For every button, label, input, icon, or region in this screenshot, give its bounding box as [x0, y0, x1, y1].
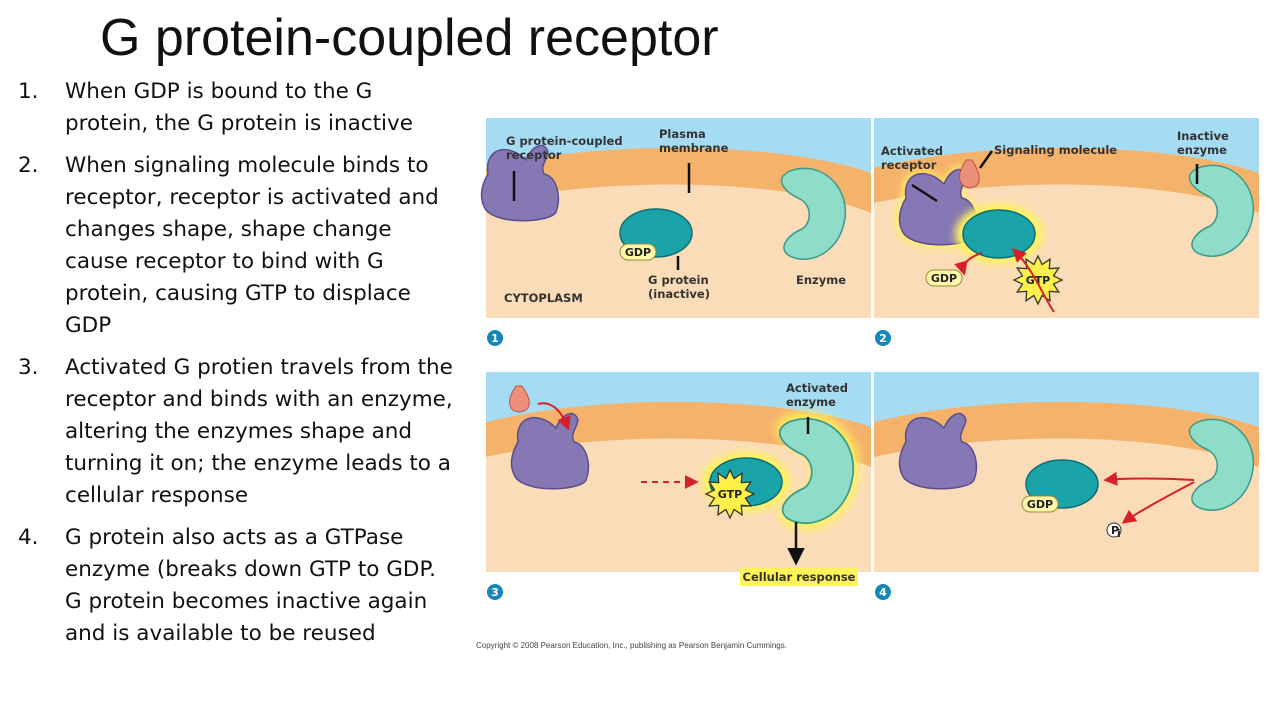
gdp-pill: [619, 243, 657, 261]
gtp-label: GTP: [718, 488, 742, 501]
gdp-label: GDP: [625, 246, 651, 259]
step-badge-number: 2: [879, 332, 887, 345]
g-protein-label: (inactive): [648, 287, 710, 301]
enzyme-shape: [780, 167, 847, 260]
step-badge: [875, 584, 891, 600]
enzyme-shape: [1188, 418, 1255, 511]
step-text: Activated G protien travels from the rec…: [65, 355, 453, 508]
step-number: 2.: [18, 153, 39, 178]
activated-receptor-label: Activated: [881, 144, 943, 158]
gtp-bind-arrow: [1012, 248, 1055, 313]
activated-enzyme-label: enzyme: [786, 395, 836, 409]
signaling-molecule-label: Signaling molecule: [994, 143, 1117, 157]
list-item: 3. Activated G protien travels from the r…: [18, 352, 458, 512]
step-badge-number: 1: [491, 332, 499, 345]
list-item: 2. When signaling molecule binds to recep…: [18, 150, 458, 342]
activated-enzyme-label: Activated: [786, 381, 848, 395]
step-text: When GDP is bound to the G protein, the …: [65, 79, 413, 136]
g-protein-shape: [962, 209, 1036, 259]
extracellular-region: [874, 372, 1259, 427]
signaling-molecule: [509, 385, 530, 413]
gtp-star: [1012, 254, 1064, 306]
plasma-membrane-label: Plasma: [659, 127, 706, 141]
extracellular-region: [486, 118, 871, 173]
gtp-label: GTP: [1026, 274, 1050, 287]
step-badge-number: 4: [879, 586, 887, 599]
step-badge: [875, 330, 891, 346]
panel-4: 4 GDP Pi: [874, 372, 1259, 600]
enzyme-label: Enzyme: [796, 273, 846, 287]
cellular-response-box: [740, 568, 858, 586]
phosphate-circle: [1106, 522, 1122, 538]
gtp-star: [704, 468, 756, 520]
receptor-shape: [510, 412, 590, 490]
step-number: 3.: [18, 355, 39, 380]
release-arrow: [537, 402, 571, 431]
cellular-response-label: Cellular response: [743, 570, 856, 584]
list-item: 4. G protein also acts as a GTPase enzyme…: [18, 522, 458, 650]
copyright-text: Copyright © 2008 Pearson Education, Inc.…: [476, 641, 787, 650]
activated-receptor-label: receptor: [881, 158, 937, 172]
step-badge: [487, 584, 503, 600]
receptor-label: G protein-coupled: [506, 134, 623, 148]
extracellular-region: [486, 372, 871, 427]
step-number: 1.: [18, 79, 39, 104]
gdp-release-arrow: [954, 252, 983, 276]
receptor-shape: [898, 412, 978, 490]
page-title: G protein-coupled receptor: [100, 9, 719, 67]
step-list: 1. When GDP is bound to the G protein, th…: [18, 76, 458, 660]
plasma-membrane-label: membrane: [659, 141, 729, 155]
step-badge: [487, 330, 503, 346]
phosphate-subscript: i: [1117, 527, 1121, 540]
phosphate-label: P: [1111, 524, 1119, 537]
cytoplasm-label: CYTOPLASM: [504, 291, 583, 305]
leader-line: [911, 183, 938, 203]
gdp-pill: [1021, 495, 1059, 513]
inactive-enzyme-label: Inactive: [1177, 129, 1229, 143]
inactive-enzyme-label: enzyme: [1177, 143, 1227, 157]
step-text: G protein also acts as a GTPase enzyme (…: [65, 525, 436, 646]
leader-line: [978, 150, 994, 169]
receptor-label: receptor: [506, 148, 562, 162]
step-badge-number: 3: [491, 586, 499, 599]
signaling-molecule: [959, 159, 980, 189]
gdp-label: GDP: [1027, 498, 1053, 511]
g-protein-label: G protein: [648, 273, 709, 287]
step-number: 4.: [18, 525, 39, 550]
list-item: 1. When GDP is bound to the G protein, th…: [18, 76, 458, 140]
extracellular-region: [874, 118, 1259, 173]
receptor-shape: [480, 144, 560, 222]
gdp-label: GDP: [931, 272, 957, 285]
gdp-pill: [925, 269, 963, 287]
enzyme-shape: [1188, 164, 1255, 257]
step-text: When signaling molecule binds to recepto…: [65, 153, 439, 338]
gtpase-arrow: [1103, 471, 1195, 486]
phosphate-arrow: [1121, 481, 1195, 524]
activated-enzyme-shape: [779, 417, 855, 525]
